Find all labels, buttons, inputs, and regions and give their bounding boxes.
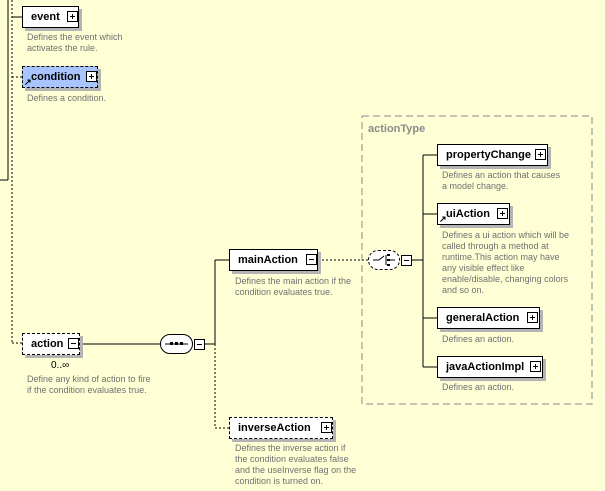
javaactionimpl-element[interactable]: javaActionImpl	[437, 356, 543, 378]
expand-icon[interactable]	[530, 361, 541, 372]
propertychange-description: Defines an action that causes a model ch…	[442, 170, 561, 191]
collapse-icon[interactable]	[306, 254, 317, 265]
expand-icon[interactable]	[321, 422, 332, 433]
generalaction-element[interactable]: generalAction	[437, 307, 540, 329]
generalaction-label: generalAction	[446, 312, 520, 324]
collapse-icon[interactable]	[401, 255, 412, 266]
group-title: actionType	[368, 123, 426, 135]
event-label: event	[31, 11, 60, 23]
choice-switch-icon	[373, 254, 395, 266]
action-element[interactable]: action	[22, 333, 80, 355]
action-occurrence: 0..∞	[51, 360, 70, 371]
expand-icon[interactable]	[67, 11, 78, 22]
uiaction-label: uiAction	[446, 208, 490, 220]
expand-icon[interactable]	[497, 208, 508, 219]
reference-arrow-icon: ↗	[24, 77, 32, 87]
event-element[interactable]: event	[22, 6, 79, 28]
sequence-compositor-icon[interactable]	[160, 334, 193, 354]
collapse-icon[interactable]	[68, 338, 79, 349]
expand-icon[interactable]	[527, 312, 538, 323]
condition-label: condition	[31, 71, 81, 83]
javaactionimpl-label: javaActionImpl	[446, 361, 525, 373]
collapse-icon[interactable]	[194, 339, 205, 350]
reference-arrow-icon: ↗	[439, 214, 447, 224]
event-description: Defines the event which activates the ru…	[27, 32, 123, 53]
expand-icon[interactable]	[535, 149, 546, 160]
propertychange-label: propertyChange	[446, 149, 531, 161]
action-description: Define any kind of action to fire if the…	[27, 374, 151, 395]
mainaction-element[interactable]: mainAction	[229, 249, 318, 271]
sequence-dots-icon	[165, 342, 188, 345]
action-label: action	[31, 338, 64, 350]
uiaction-description: Defines a ui action which will be called…	[442, 230, 570, 295]
mainaction-label: mainAction	[238, 254, 298, 266]
mainaction-description: Defines the main action if the condition…	[235, 276, 352, 297]
condition-element[interactable]: ↗ condition	[22, 66, 98, 88]
inverseaction-label: inverseAction	[238, 422, 311, 434]
expand-icon[interactable]	[86, 71, 97, 82]
javaactionimpl-description: Defines an action.	[442, 382, 515, 392]
inverseaction-description: Defines the inverse action if the condit…	[235, 443, 357, 486]
choice-compositor-icon[interactable]	[368, 250, 400, 270]
inverseaction-element[interactable]: inverseAction	[229, 417, 333, 439]
uiaction-element[interactable]: ↗ uiAction	[437, 203, 510, 225]
generalaction-description: Defines an action.	[442, 334, 515, 344]
propertychange-element[interactable]: propertyChange	[437, 144, 548, 166]
condition-description: Defines a condition.	[27, 93, 107, 103]
